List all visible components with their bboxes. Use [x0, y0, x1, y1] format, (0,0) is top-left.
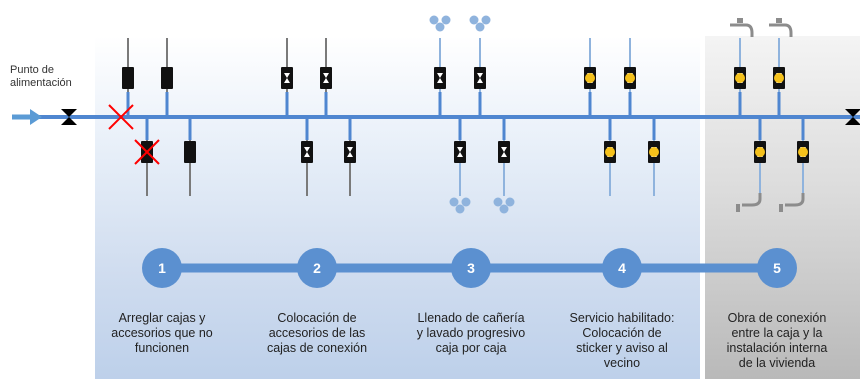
stage3-lower-1-water-drops-icon-b — [461, 197, 471, 207]
stage5-lower-1-sticker-box-icon-sticker — [755, 147, 765, 157]
stage2-upper-2-accessory-box-icon-valve-a — [323, 73, 329, 78]
stage2-upper-2-accessory-box-icon-valve-b — [323, 78, 329, 83]
stage2-lower-1-accessory-box-icon-valve-a — [304, 147, 310, 152]
stage5-upper-2-faucet-icon — [769, 23, 793, 37]
stage1-lower-2-broken-box-icon — [184, 141, 196, 163]
stage5-upper-1-sticker-box-icon-sticker — [735, 73, 745, 83]
stage5-lower-2-sticker-box-icon-sticker — [798, 147, 808, 157]
stage2-lower-2-accessory-box-icon-valve-b — [347, 152, 353, 157]
step-3-description: Llenado de cañería y lavado progresivo c… — [416, 311, 526, 355]
stage4-lower-2-sticker-box-icon-sticker — [649, 147, 659, 157]
stage3-upper-2-accessory-box-icon-valve-b — [477, 78, 483, 83]
stage3-lower-2-water-drops-icon-b — [505, 197, 515, 207]
step-2-description: Colocación de accesorios de las cajas de… — [266, 311, 368, 355]
end-valve-icon-top — [845, 109, 860, 117]
step-1-circle: 1 — [142, 248, 182, 288]
stage3-lower-2-accessory-box-icon-valve-a — [501, 147, 507, 152]
stage3-lower-1-water-drops-icon-a — [449, 197, 459, 207]
stage3-upper-1-accessory-box-icon-valve-a — [437, 73, 443, 78]
step-4-circle: 4 — [602, 248, 642, 288]
stage3-upper-1-water-drops-icon-b — [441, 15, 451, 25]
stage5-upper-1-faucet-icon-handle — [737, 18, 743, 23]
stage4-upper-1-sticker-box-icon-sticker — [585, 73, 595, 83]
stage3-lower-2-water-drops-icon-c — [499, 204, 509, 214]
inflow-arrow-head — [30, 109, 42, 125]
process-panel-main — [95, 36, 700, 379]
stage3-lower-2-water-drops-icon-a — [493, 197, 503, 207]
stage3-upper-1-water-drops-icon-a — [429, 15, 439, 25]
stage4-lower-1-sticker-box-icon-sticker — [605, 147, 615, 157]
stage1-upper-1-broken-box-icon — [122, 67, 134, 89]
stage1-upper-2-broken-box-icon — [161, 67, 173, 89]
stage3-lower-1-accessory-box-icon-valve-b — [457, 152, 463, 157]
step-2-circle: 2 — [297, 248, 337, 288]
step-4-description: Servicio habilitado: Colocación de stick… — [569, 311, 675, 370]
stage3-upper-1-water-drops-icon-c — [435, 22, 445, 32]
stage4-upper-2-sticker-box-icon-sticker — [625, 73, 635, 83]
stage3-upper-2-water-drops-icon-a — [469, 15, 479, 25]
stage3-lower-1-accessory-box-icon-valve-a — [457, 147, 463, 152]
stage3-upper-1-accessory-box-icon-valve-b — [437, 78, 443, 83]
red-cross-icon-box-b — [134, 139, 160, 165]
stage5-lower-1-faucet-icon-valve — [736, 204, 740, 212]
stage5-upper-2-sticker-box-icon-sticker — [774, 73, 784, 83]
stage2-upper-1-accessory-box-icon-valve-b — [284, 78, 290, 83]
step-5-circle: 5 — [757, 248, 797, 288]
end-valve-icon-bottom — [845, 117, 860, 125]
stage2-lower-1-accessory-box-icon-valve-b — [304, 152, 310, 157]
stage5-upper-2-faucet-icon-handle — [776, 18, 782, 23]
stage2-lower-2-accessory-box-icon-valve-a — [347, 147, 353, 152]
step-5-description: Obra de conexión entre la caja y la inst… — [726, 311, 828, 370]
stage5-lower-2-faucet-icon — [785, 193, 805, 207]
step-1-description: Arreglar cajas y accesorios que no funci… — [111, 311, 213, 355]
stage3-upper-2-accessory-box-icon-valve-a — [477, 73, 483, 78]
feed-point-label: Punto de alimentación — [10, 64, 72, 89]
main-valve-icon-top — [61, 109, 77, 117]
red-cross-icon-main-b — [108, 104, 134, 130]
step-3-circle: 3 — [451, 248, 491, 288]
stage3-lower-1-water-drops-icon-c — [455, 204, 465, 214]
stage5-upper-1-faucet-icon — [730, 23, 754, 37]
stage3-lower-2-accessory-box-icon-valve-b — [501, 152, 507, 157]
main-valve-icon-bottom — [61, 117, 77, 125]
stage3-upper-2-water-drops-icon-c — [475, 22, 485, 32]
stage3-upper-2-water-drops-icon-b — [481, 15, 491, 25]
stage5-lower-2-faucet-icon-valve — [779, 204, 783, 212]
stage5-lower-1-faucet-icon — [742, 193, 762, 207]
stage2-upper-1-accessory-box-icon-valve-a — [284, 73, 290, 78]
